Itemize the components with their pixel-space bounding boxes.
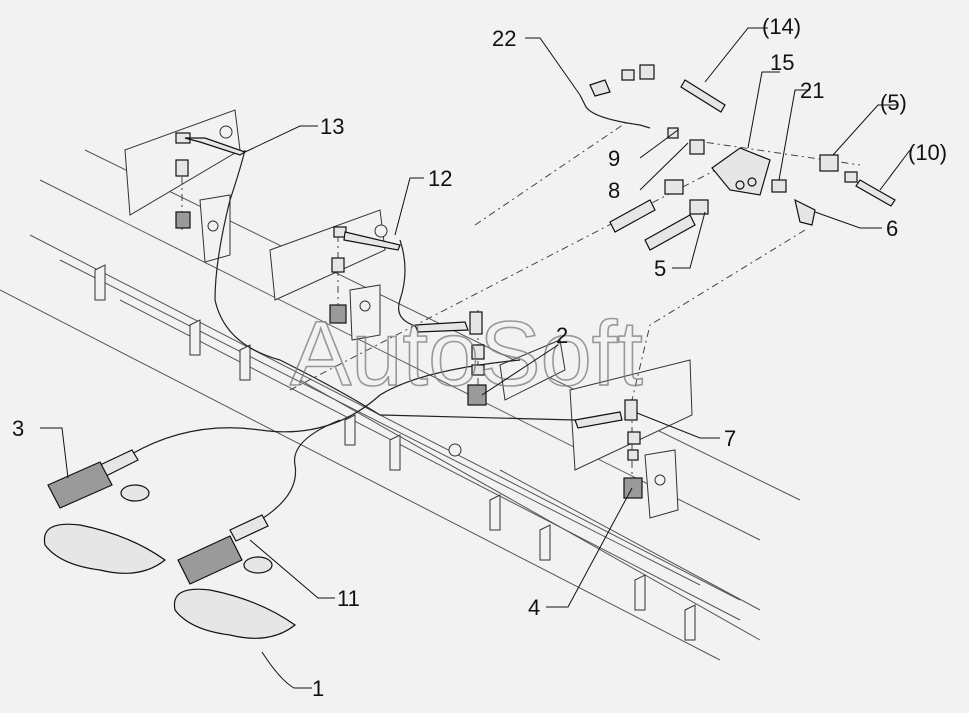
callout-1: 1: [312, 676, 324, 701]
callout-5-ref: (5): [880, 90, 907, 115]
callout-9: 9: [608, 146, 620, 171]
fittings: [43, 64, 896, 639]
callout-5: 5: [654, 256, 666, 281]
callout-21: 21: [800, 78, 824, 103]
chassis-frame: [0, 109, 801, 661]
callout-6: 6: [886, 216, 898, 241]
callout-22: 22: [492, 26, 516, 51]
callout-10-ref: (10): [908, 140, 947, 165]
callout-8: 8: [608, 178, 620, 203]
callout-15: 15: [770, 50, 794, 75]
callout-4: 4: [528, 595, 540, 620]
callout-14-ref: (14): [762, 14, 801, 39]
callout-2: 2: [556, 323, 568, 348]
callout-13: 13: [320, 114, 344, 139]
watermark: AutoSoft: [290, 303, 643, 405]
callout-3: 3: [12, 416, 24, 441]
callout-7: 7: [724, 426, 736, 451]
callout-labels: 1 2 3 4 5 6 7 8 9 11 12 13 15 21 22 (14)…: [12, 14, 947, 701]
callout-12: 12: [428, 166, 452, 191]
callout-leaders: [40, 27, 911, 689]
callout-11: 11: [337, 586, 360, 611]
